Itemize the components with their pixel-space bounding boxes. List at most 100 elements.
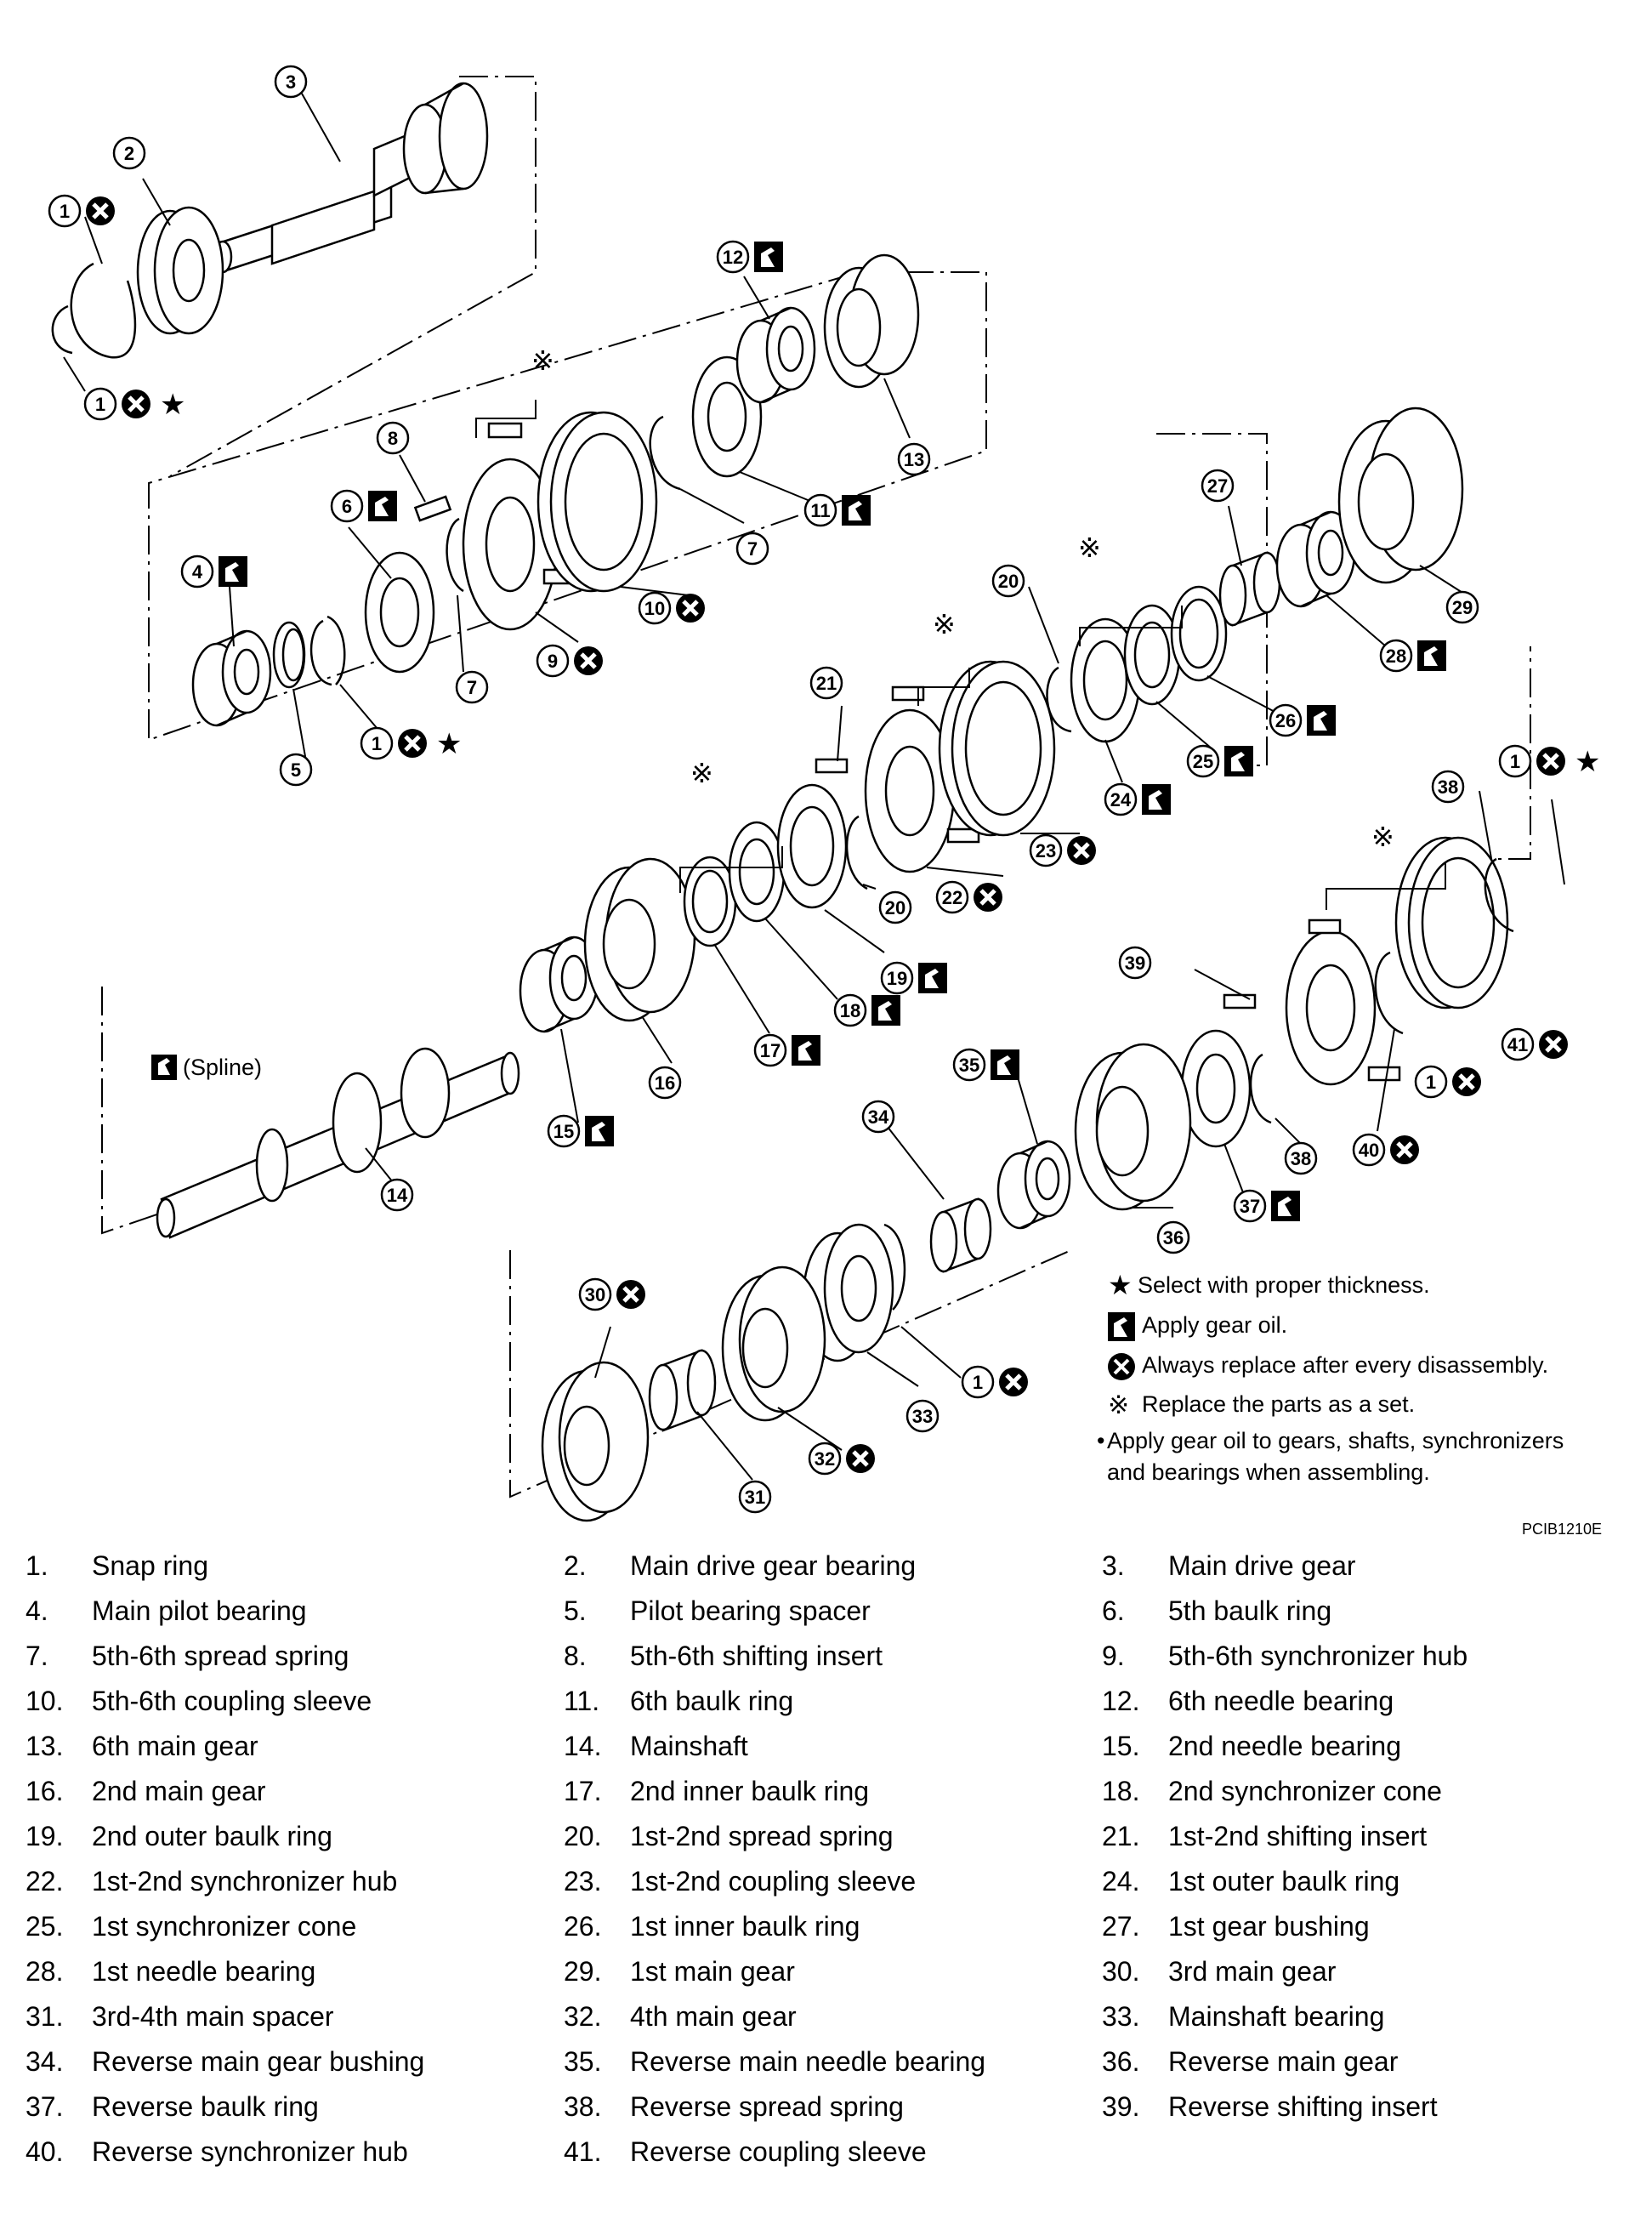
callout-number: 24 <box>1110 789 1132 810</box>
part-name: 5th-6th shifting insert <box>630 1641 883 1671</box>
part-number: 27. <box>1102 1911 1140 1942</box>
callout-18: 18 <box>833 993 867 1027</box>
callout-21: 21 <box>809 666 843 700</box>
reverse-spread-spring-38 <box>1249 857 1514 1124</box>
part-name: Reverse main gear bushing <box>92 2046 425 2077</box>
callout-number: 40 <box>1359 1140 1379 1161</box>
replace-icon <box>846 1444 875 1473</box>
part-number: 30. <box>1102 1956 1140 1987</box>
callout-number: 1 <box>60 201 70 222</box>
part-item: 30.3rd main gear <box>1102 1956 1640 1988</box>
svg-text:•: • <box>1097 1428 1104 1453</box>
callout-number: 13 <box>904 449 924 470</box>
reverse-sync-hub-40 <box>1223 918 1401 1086</box>
legend-replace-text: Always replace after every disassembly. <box>1142 1352 1548 1378</box>
legend-note-line2: and bearings when assembling. <box>1107 1459 1430 1485</box>
callout-5: 5 <box>279 753 313 787</box>
part-number: 41. <box>564 2136 602 2167</box>
second-main-gear-16 <box>583 857 696 1022</box>
part-number: 15. <box>1102 1731 1140 1761</box>
part-item: 27.1st gear bushing <box>1102 1911 1640 1942</box>
callout-number: 32 <box>815 1448 835 1470</box>
set-mark-icon: ※ <box>933 609 956 640</box>
part-item: 14.Mainshaft <box>564 1731 1102 1762</box>
callout-35: 35 <box>952 1048 986 1082</box>
callout-1: 1 <box>83 387 117 421</box>
part-number: 4. <box>26 1595 48 1626</box>
legend-set-text: Replace the parts as a set. <box>1142 1391 1415 1417</box>
star-icon: ★ <box>1575 746 1600 778</box>
part-number: 14. <box>564 1731 602 1761</box>
replace-icon <box>974 883 1002 912</box>
part-item: 13.6th main gear <box>26 1731 564 1762</box>
part-name: 3rd-4th main spacer <box>92 2001 334 2032</box>
callout-number: 22 <box>942 887 962 908</box>
sixth-main-gear-13 <box>823 253 920 389</box>
legend: ★ Select with proper thickness. Apply ge… <box>1097 1270 1564 1485</box>
gear-oil-icon <box>842 495 871 526</box>
callout-1: 1 <box>360 726 394 760</box>
part-item: 41.Reverse coupling sleeve <box>564 2136 1102 2168</box>
part-item: 1.Snap ring <box>26 1550 564 1582</box>
callout-number: 25 <box>1193 751 1213 772</box>
part-item: 5.Pilot bearing spacer <box>564 1595 1102 1627</box>
gear-oil-icon <box>219 556 247 587</box>
part-item: 35.Reverse main needle bearing <box>564 2046 1102 2078</box>
callout-6: 6 <box>330 489 364 523</box>
callout-25: 25 <box>1186 744 1220 778</box>
set-brackets <box>475 400 1446 910</box>
part-number: 39. <box>1102 2091 1140 2122</box>
set-mark-icon: ※ <box>531 345 554 376</box>
part-name: 1st inner baulk ring <box>630 1911 860 1942</box>
part-number: 17. <box>564 1776 602 1806</box>
part-number: 13. <box>26 1731 64 1761</box>
part-item: 25.1st synchronizer cone <box>26 1911 564 1942</box>
callout-17: 17 <box>753 1033 787 1067</box>
part-name: Reverse spread spring <box>630 2091 904 2122</box>
part-name: 5th-6th coupling sleeve <box>92 1686 372 1716</box>
part-number: 1. <box>26 1550 48 1581</box>
part-item: 34.Reverse main gear bushing <box>26 2046 564 2078</box>
gear-oil-icon <box>1142 784 1171 815</box>
part-number: 31. <box>26 2001 64 2032</box>
part-name: 1st-2nd synchronizer hub <box>92 1866 398 1897</box>
replace-icon <box>1452 1067 1481 1096</box>
callout-22: 22 <box>935 880 969 914</box>
reverse-gear-bushing-34 <box>929 1197 992 1273</box>
part-item: 33.Mainshaft bearing <box>1102 2001 1640 2033</box>
callout-number: 38 <box>1291 1148 1311 1169</box>
snap-ring-1-outer <box>51 262 137 359</box>
callout-number: 1 <box>95 394 105 415</box>
callout-number: 9 <box>548 651 558 672</box>
part-item: 37.Reverse baulk ring <box>26 2091 564 2123</box>
callout-number: 17 <box>760 1040 781 1061</box>
replace-icon <box>398 729 427 758</box>
sixth-needle-bearing-12 <box>735 306 816 404</box>
part-item: 20.1st-2nd spread spring <box>564 1821 1102 1852</box>
part-number: 3. <box>1102 1550 1125 1581</box>
figure-code: PCIB1210E <box>1522 1521 1603 1538</box>
callout-24: 24 <box>1104 782 1138 816</box>
callout-1: 1 <box>1498 744 1532 778</box>
gear-oil-icon <box>871 995 900 1026</box>
part-number: 23. <box>564 1866 602 1897</box>
main-drive-gear-3 <box>213 82 489 274</box>
part-name: 2nd main gear <box>92 1776 266 1806</box>
sync-cone-25 <box>1123 604 1181 706</box>
callout-number: 7 <box>747 538 758 560</box>
part-name: Mainshaft bearing <box>1168 2001 1385 2032</box>
callout-number: 15 <box>554 1121 574 1142</box>
part-name: Reverse main needle bearing <box>630 2046 986 2077</box>
symbols: ★★★※※※※※ <box>86 196 1600 1473</box>
part-name: 5th-6th synchronizer hub <box>1168 1641 1468 1671</box>
part-item: 16.2nd main gear <box>26 1776 564 1807</box>
callout-number: 2 <box>124 143 134 164</box>
part-item: 39.Reverse shifting insert <box>1102 2091 1640 2123</box>
callout-number: 33 <box>912 1406 933 1427</box>
